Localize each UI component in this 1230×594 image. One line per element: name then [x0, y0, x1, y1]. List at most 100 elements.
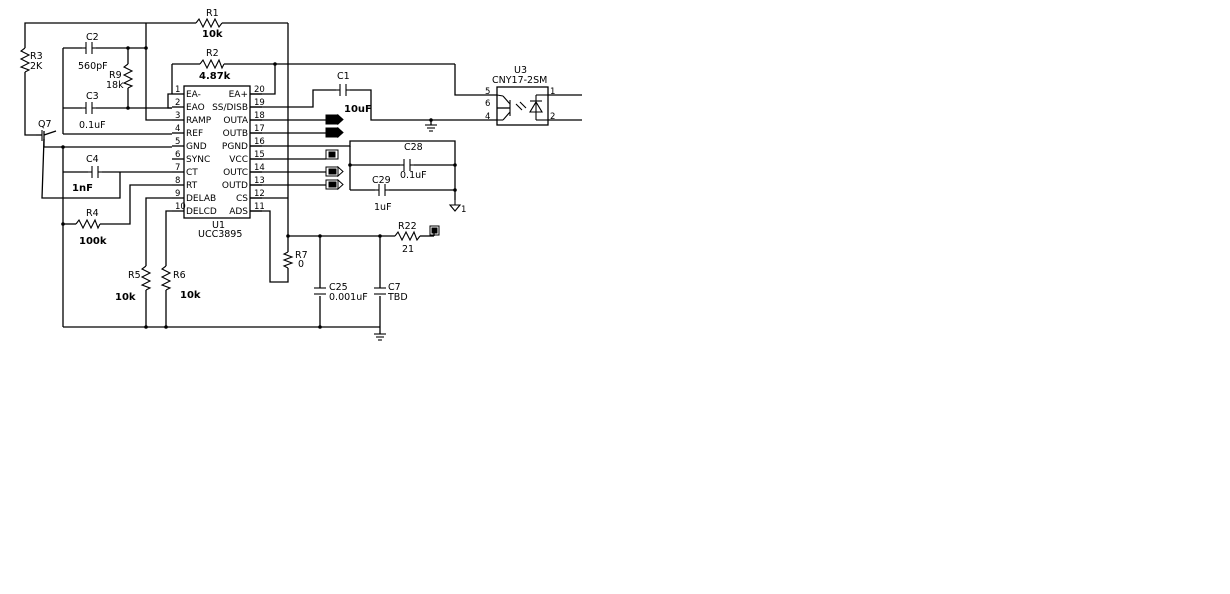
u1-pin-15-number: 15	[254, 150, 265, 160]
r5-symbol	[140, 265, 152, 291]
u1-pin-4-number: 4	[175, 124, 180, 134]
u1-pin-19-number: 19	[254, 98, 265, 108]
c28-symbol	[400, 159, 414, 171]
r5-ref: R5	[128, 270, 141, 281]
c29-value: 1uF	[374, 202, 392, 213]
r7-ref: R7	[295, 250, 308, 261]
u1-pin-1-number: 1	[175, 85, 180, 95]
r3-symbol	[19, 47, 31, 73]
r1-value: 10k	[202, 29, 223, 40]
u1-pin-20-number: 20	[254, 85, 265, 95]
u1-pin-6-name: SYNC	[186, 155, 210, 165]
u1-pin-13-name: OUTD	[222, 181, 248, 191]
u1-pin-4-name: REF	[186, 129, 203, 139]
u1-body	[183, 85, 251, 219]
flag-icon-r22	[429, 225, 440, 236]
u1-pin-14-number: 14	[254, 163, 265, 173]
c7-ref: C7	[388, 282, 401, 293]
c2-symbol	[82, 42, 96, 54]
u1-pin-19-name: SS/DISB	[212, 103, 248, 113]
flag-icon-outb	[325, 126, 344, 139]
flag-icon-outd	[325, 178, 344, 191]
wires	[24, 22, 582, 334]
u1-pin-2-number: 2	[175, 98, 180, 108]
c2-ref: C2	[86, 32, 99, 43]
c28-ref: C28	[404, 142, 423, 153]
u1-pin-7-number: 7	[175, 163, 180, 173]
u1-pin-2-name: EAO	[186, 103, 205, 113]
ground-icon-c1	[425, 124, 437, 132]
r2-value: 4.87k	[199, 71, 231, 82]
c1-symbol	[336, 84, 350, 96]
u1-pin-12-number: 12	[254, 189, 265, 199]
r7-value: 0	[298, 259, 304, 270]
u3-pin-1: 1	[550, 87, 555, 97]
c4-value: 1nF	[72, 183, 93, 194]
u1-pin-16-name: PGND	[222, 142, 248, 152]
u1-pin-6-number: 6	[175, 150, 180, 160]
u3-ref: U3	[514, 65, 527, 76]
u1-part: UCC3895	[198, 229, 242, 240]
c4-symbol	[88, 166, 102, 178]
u1-pin-10-number: 10	[175, 202, 186, 212]
r7-symbol	[282, 251, 294, 269]
u1-pin-3-number: 3	[175, 111, 180, 121]
u1-pin-9-number: 9	[175, 189, 180, 199]
ground-icon-c7	[374, 333, 386, 341]
u1-pin-18-number: 18	[254, 111, 265, 121]
c1-ref: C1	[337, 71, 350, 82]
r22-symbol	[394, 230, 421, 242]
c4-ref: C4	[86, 154, 99, 165]
u1-pin-3-name: RAMP	[186, 116, 212, 126]
power-symbol-label: 1	[461, 205, 466, 215]
u3-body	[496, 86, 549, 126]
r5-value: 10k	[115, 292, 136, 303]
u3-led-icon	[529, 94, 548, 121]
ground-symbols	[374, 124, 462, 341]
u1-pin-17-number: 17	[254, 124, 265, 134]
u3-pin-4: 4	[485, 112, 490, 122]
component-labels: R1 10k R2 4.87k R3 2K C2 560pF R9 18k C3…	[30, 8, 427, 303]
c29-ref: C29	[372, 175, 391, 186]
u1-pin-8-number: 8	[175, 176, 180, 186]
r9-value: 18k	[106, 80, 124, 91]
u1-pin-11-name: ADS	[229, 207, 248, 217]
r3-ref: R3	[30, 51, 43, 62]
c7-value: TBD	[387, 292, 408, 303]
r22-value: 21	[402, 244, 414, 255]
r6-symbol	[160, 265, 172, 291]
flag-icon-outc	[325, 165, 344, 178]
r6-ref: R6	[173, 270, 186, 281]
u3-pin-2: 2	[550, 112, 555, 122]
u1-pin-18-name: OUTA	[223, 116, 248, 126]
r1-ref: R1	[206, 8, 219, 19]
u1-pin-8-name: RT	[186, 181, 198, 191]
junction-dots	[61, 46, 457, 329]
r9-ref: R9	[109, 70, 122, 81]
r4-symbol	[75, 218, 101, 230]
c7-symbol	[374, 287, 386, 295]
u1-pin-1-name: EA-	[186, 90, 201, 100]
c3-symbol	[82, 102, 96, 114]
u1-pin-15-name: VCC	[229, 155, 248, 165]
u1-ref: U1	[212, 220, 225, 231]
u3-pin-6: 6	[485, 99, 490, 109]
r22-ref: R22	[398, 221, 417, 232]
connector-flags	[325, 113, 440, 236]
power-arrow-icon	[448, 200, 462, 212]
q7-ref: Q7	[38, 119, 52, 130]
r9-symbol	[122, 63, 134, 89]
c29-symbol	[375, 184, 389, 196]
u1-pin-11-number: 11	[254, 202, 265, 212]
u3-optocoupler: U3 CNY17-2SM 5 6 4 1 2	[485, 65, 555, 126]
c2-value: 560pF	[78, 61, 108, 72]
u1-pin-17-name: OUTB	[223, 129, 248, 139]
c25-value: 0.001uF	[329, 292, 368, 303]
flag-icon-outa	[325, 113, 344, 126]
r3-value: 2K	[30, 61, 43, 72]
u1-pin-10-name: DELCD	[186, 207, 217, 217]
c3-ref: C3	[86, 91, 99, 102]
u1-pin-5-number: 5	[175, 137, 180, 147]
r1-symbol	[195, 17, 223, 29]
